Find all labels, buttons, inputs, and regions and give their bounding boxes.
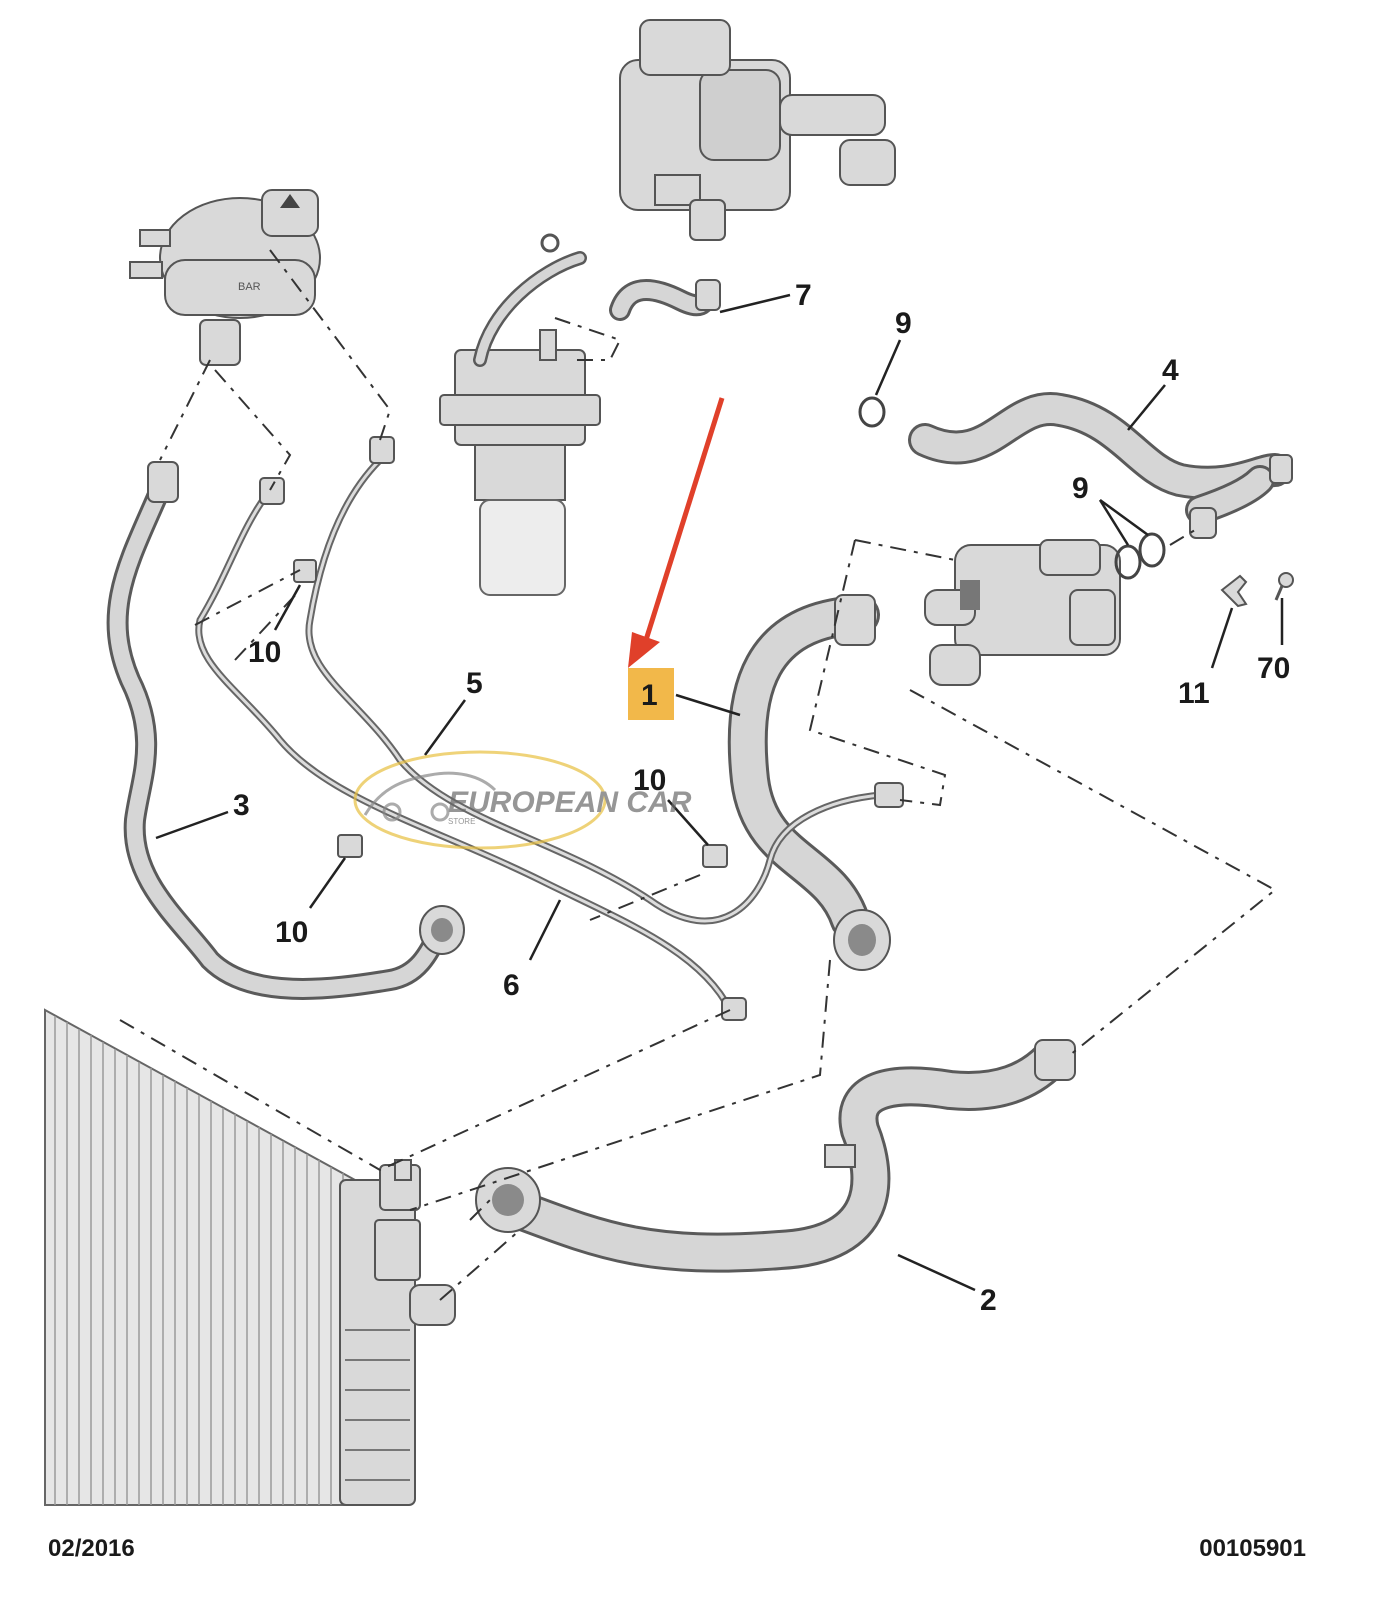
label-hose-4: 4: [1162, 354, 1179, 387]
leader-lines: [155, 293, 1284, 1292]
label-hose-7: 7: [795, 279, 812, 312]
seal-9-top[interactable]: [858, 396, 886, 428]
watermark-logo: EUROPEAN CAR STORE: [353, 750, 692, 850]
label-seal-9-pair: 9: [1072, 472, 1089, 505]
label-hose-2: 2: [980, 1284, 997, 1317]
svg-text:BAR: BAR: [238, 281, 261, 293]
clip-10-b[interactable]: [337, 834, 363, 858]
clip-10-a[interactable]: [293, 559, 317, 583]
radiator: [44, 1008, 456, 1506]
label-pipe-5: 5: [466, 667, 483, 700]
label-clip-10-a: 10: [248, 636, 281, 669]
expansion-tank: BAR: [129, 189, 321, 366]
thermostat-housing-top: [619, 19, 896, 241]
pipe-6[interactable]: [195, 477, 747, 1021]
hose-3[interactable]: [106, 461, 465, 1000]
red-arrow: [628, 397, 725, 668]
screw-70[interactable]: [1274, 572, 1294, 601]
footer-ref: 00105901: [1199, 1535, 1306, 1562]
label-hose-1: 1: [641, 679, 658, 712]
label-seal-9-top: 9: [895, 307, 912, 340]
hose-2[interactable]: [475, 1039, 1076, 1273]
watermark-sub: STORE: [448, 817, 475, 826]
hose-4[interactable]: [908, 392, 1293, 539]
label-screw-70: 70: [1257, 652, 1290, 685]
thermostat-housing: [924, 539, 1121, 686]
hose-7[interactable]: [473, 251, 721, 367]
watermark-brand: EUROPEAN CAR: [448, 786, 692, 819]
pipe-5[interactable]: [305, 436, 904, 925]
bracket-11[interactable]: [1220, 574, 1248, 608]
label-pipe-6: 6: [503, 969, 520, 1002]
hose-1[interactable]: [727, 594, 891, 971]
label-bracket-11: 11: [1178, 677, 1210, 710]
footer-date: 02/2016: [48, 1535, 135, 1562]
seal-9-pair[interactable]: [1114, 532, 1166, 580]
clip-10-c[interactable]: [702, 844, 728, 868]
highlight-box: [628, 668, 674, 720]
label-clip-10-b: 10: [275, 916, 308, 949]
dashed-connection-lines: [119, 249, 1277, 1301]
label-clip-10-c: 10: [633, 764, 666, 797]
oil-cooler: [439, 233, 601, 596]
label-hose-3: 3: [233, 789, 250, 822]
